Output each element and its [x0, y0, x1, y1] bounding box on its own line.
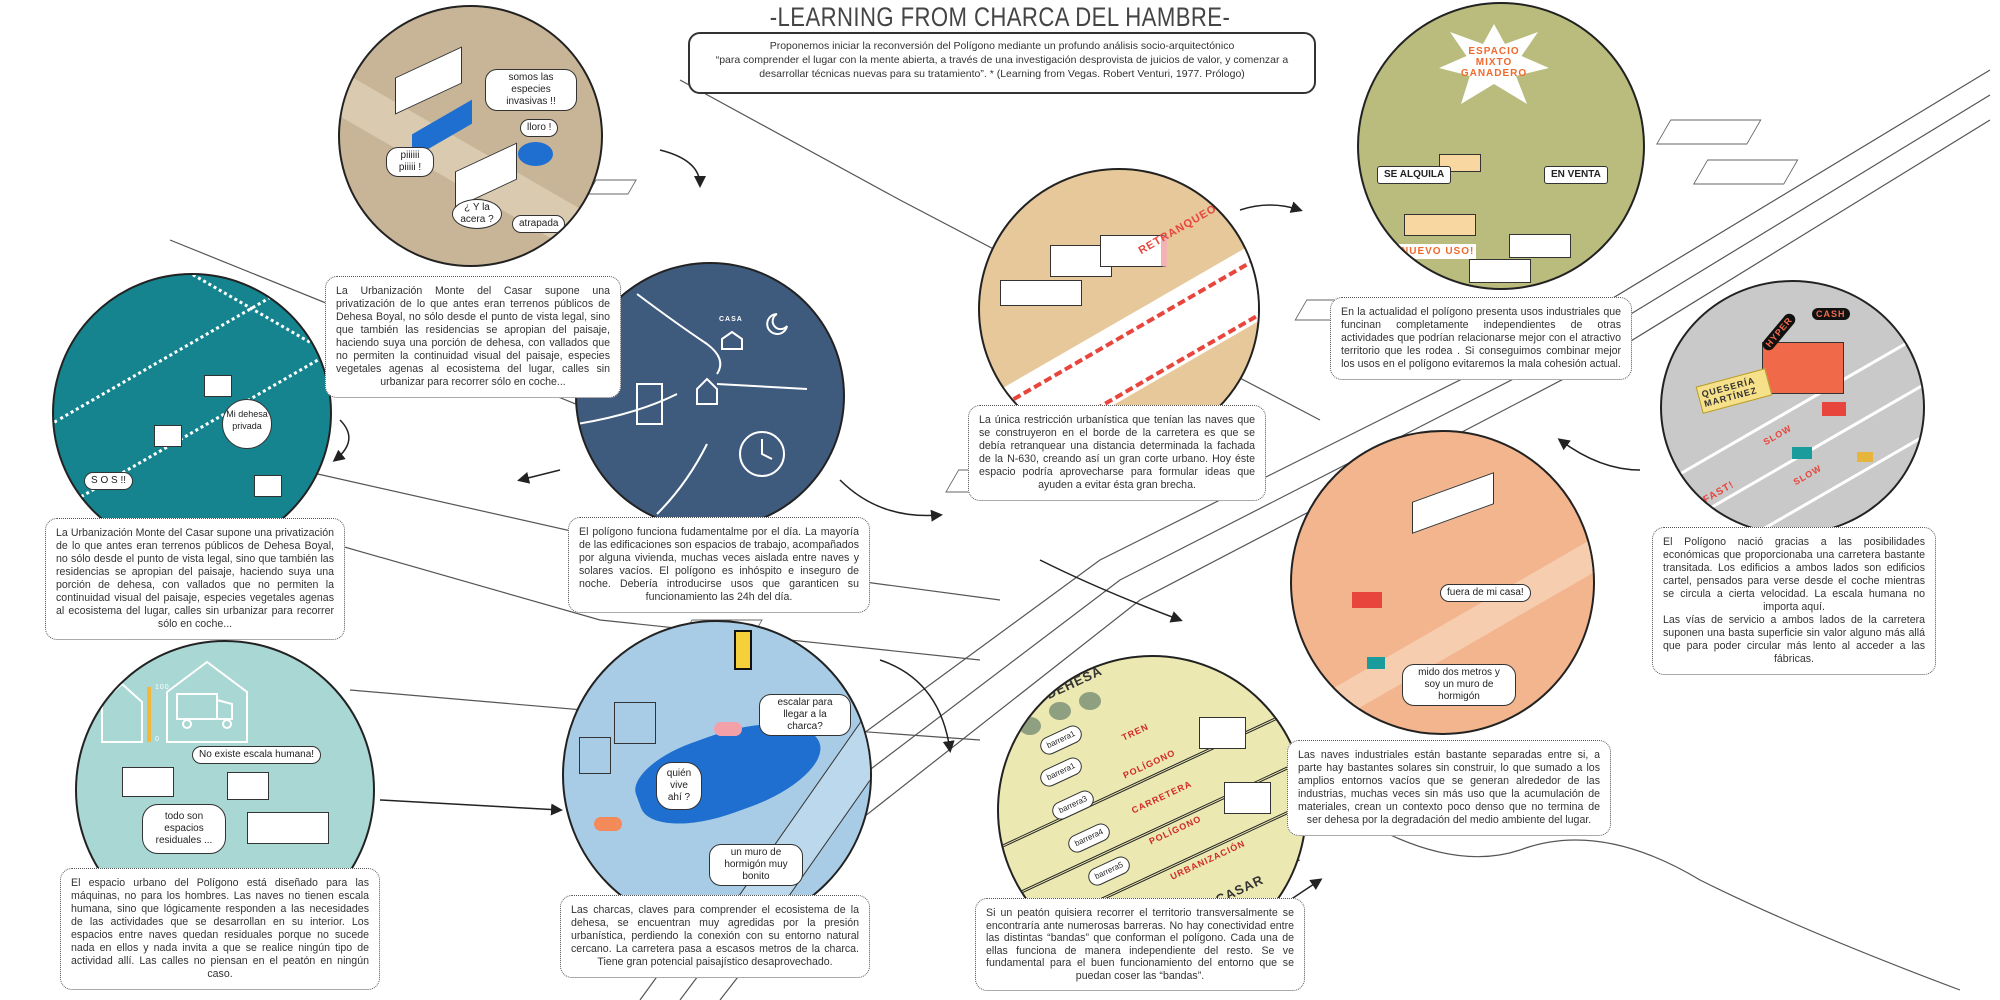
van — [1792, 447, 1812, 459]
speech-bubble: escalar para llegar a la charca? — [759, 694, 851, 736]
speech-bubble: No existe escala humana! — [192, 746, 322, 764]
band-label-carretera: CARRETERA — [1129, 778, 1194, 816]
scale-label-100: 100 — [155, 684, 170, 691]
label-casa: CASA — [719, 316, 743, 323]
warehouse — [1509, 234, 1571, 258]
house — [579, 737, 611, 774]
road-marking-slow: SLOW — [1761, 422, 1794, 448]
text-nacio: El Polígono nació gracias a las posibili… — [1663, 536, 1925, 613]
circle-urbanizacion: somos las especies invasivas !! lloro ! … — [338, 5, 603, 267]
intro-line-1: Proponemos iniciar la reconversión del P… — [769, 40, 1235, 52]
circle-charca: escalar para llegar a la charca? quién v… — [562, 620, 872, 930]
pond — [518, 142, 553, 166]
speech-bubble: piiiiii piiiii ! — [386, 147, 434, 177]
text-box-naves: Las naves industriales están bastante se… — [1287, 740, 1611, 836]
text-box-espacio-urbano: El espacio urbano del Polígono está dise… — [60, 868, 380, 990]
house — [154, 425, 182, 447]
text-nacio-vias: Las vías de servicio a ambos lados de la… — [1663, 614, 1925, 665]
sign-en-venta: EN VENTA — [1544, 166, 1608, 184]
intro-box: Proponemos iniciar la reconversión del P… — [688, 32, 1316, 94]
road-marking-slow: SLOW — [1791, 462, 1824, 488]
house — [614, 702, 656, 744]
circle-espacio-mixto: ESPACIO MIXTO GANADERO SE ALQUILA EN VEN… — [1357, 2, 1645, 290]
speech-bubble: todo son espacios residuales ... — [142, 804, 226, 854]
sign-cash: CASH — [1812, 308, 1850, 320]
scale-diagram — [101, 660, 248, 743]
label-espacio-mixto: ESPACIO MIXTO GANADERO — [1460, 46, 1528, 79]
house — [254, 475, 282, 497]
speech-bubble: somos las especies invasivas !! — [485, 69, 577, 111]
speech-bubble: un muro de hormigón muy bonito — [709, 844, 803, 886]
truck — [1352, 592, 1382, 608]
barrier-label: barrera1 — [1037, 722, 1085, 758]
label-nuevo-uso: NUEVO USO! — [1399, 244, 1477, 259]
speech-bubble: mido dos metros y soy un muro de hormigó… — [1402, 664, 1516, 706]
text-box-actualidad: En la actualidad el polígono presenta us… — [1330, 297, 1632, 380]
car — [1857, 452, 1873, 462]
speech-bubble: atrapada — [512, 215, 566, 233]
speech-bubble: quién vive ahí ? — [656, 762, 702, 810]
circle-dehesa-privada: Mi dehesa privada S O S !! — [52, 273, 332, 553]
pig — [714, 722, 742, 736]
tree — [1019, 717, 1041, 735]
warehouse — [1469, 259, 1531, 283]
hands-drawing — [577, 293, 808, 515]
circle-edificios-cartel: QUESERÍA MARTÍNEZ HYPER CASH SLOW SLOW F… — [1660, 280, 1925, 535]
band-label-tren: TREN — [1120, 721, 1151, 743]
warehouse — [227, 772, 269, 800]
factory — [1199, 717, 1246, 749]
barn — [1404, 214, 1476, 236]
poster-title: -LEARNING FROM CHARCA DEL HAMBRE- — [769, 2, 1231, 32]
intro-quote: “para comprender el lugar con la mente a… — [715, 54, 1289, 80]
house — [204, 375, 232, 397]
car — [1367, 657, 1385, 669]
pig — [594, 817, 622, 831]
text-box-restriccion: La única restricción urbanística que ten… — [968, 405, 1266, 501]
house — [1412, 472, 1494, 534]
circle-fuera-de-mi-casa: fuera de mi casa! mido dos metros y soy … — [1290, 430, 1595, 735]
warehouse — [1100, 235, 1167, 267]
speech-bubble: ¿ Y la acera ? — [452, 199, 502, 229]
text-box-poligono-dia: El polígono funciona fudamentalme por el… — [568, 517, 870, 613]
text-box-charcas: Las charcas, claves para comprender el e… — [560, 895, 870, 978]
house — [395, 46, 462, 115]
traffic-sign — [734, 630, 752, 670]
text-box-peaton: Si un peatón quisiera recorrer el territ… — [975, 898, 1305, 991]
text-box-urbanizacion: La Urbanización Monte del Casar supone u… — [325, 276, 621, 398]
speech-bubble: lloro ! — [520, 119, 559, 137]
hyper-building — [1762, 342, 1844, 394]
barrier-label: barrera1 — [1037, 754, 1085, 790]
speech-bubble: S O S !! — [84, 472, 134, 490]
speech-bubble: Mi dehesa privada — [222, 399, 272, 449]
warehouse — [247, 812, 329, 844]
factory — [1224, 782, 1271, 814]
sign-se-alquila: SE ALQUILA — [1377, 166, 1452, 184]
sign-queseria: QUESERÍA MARTÍNEZ — [1695, 368, 1773, 414]
scale-label-0: 0 — [155, 736, 160, 743]
text-box-urbanizacion-left: La Urbanización Monte del Casar supone u… — [45, 518, 345, 640]
tree — [1079, 692, 1101, 710]
circle-retranqueo: RETRANQUEO OFICIAL — [978, 168, 1260, 450]
bus — [1822, 402, 1846, 416]
warehouse — [122, 767, 174, 797]
text-box-nacio: El Polígono nació gracias a las posibili… — [1652, 527, 1936, 675]
warehouse — [1000, 280, 1082, 306]
tree — [1049, 702, 1071, 720]
barrier-label: barrera3 — [1049, 787, 1097, 823]
speech-bubble: fuera de mi casa! — [1440, 584, 1531, 602]
